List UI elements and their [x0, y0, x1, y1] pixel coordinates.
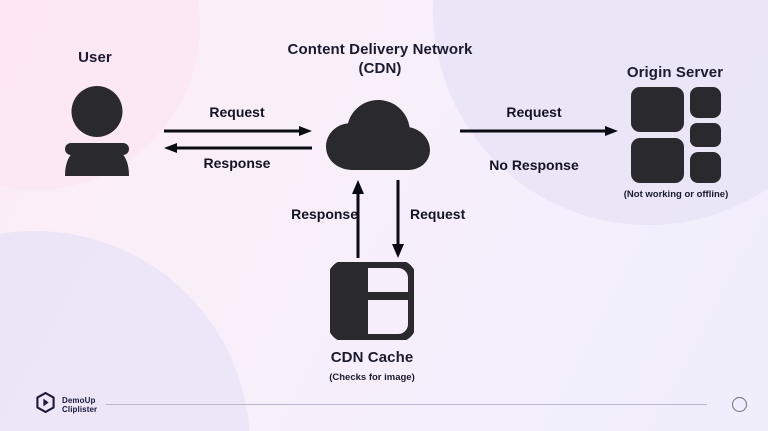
server-grid-icon	[631, 87, 721, 183]
slide-progress-dot[interactable]	[732, 397, 747, 412]
cdn-cache-node-subtitle: (Checks for image)	[329, 372, 415, 383]
origin-server-node-title: Origin Server	[626, 64, 724, 81]
user-avatar-icon	[60, 86, 134, 180]
arrow-cache-to-cdn-response	[352, 180, 364, 258]
cloud-icon	[326, 100, 430, 172]
arrow-cdn-to-origin-request	[460, 126, 618, 136]
edge-label-origin-no-response: No Response	[489, 157, 579, 173]
brand-logo: DemoUp Cliplister	[36, 391, 97, 418]
user-node-title: User	[78, 49, 112, 66]
edge-label-cache-to-cdn-response: Response	[291, 206, 358, 222]
cdn-node-title: Content Delivery Network (CDN)	[287, 41, 473, 77]
slide-progress-track	[106, 404, 707, 405]
edge-label-user-to-cdn-request: Request	[209, 104, 265, 120]
cdn-cache-node-title: CDN Cache	[330, 349, 414, 366]
cache-panel-icon	[330, 262, 414, 340]
arrow-cdn-to-cache-request	[392, 180, 404, 258]
edge-label-cdn-to-cache-request: Request	[410, 206, 466, 222]
brand-name-line2: Cliplister	[62, 405, 98, 414]
demoup-shield-icon	[36, 391, 55, 418]
arrow-cdn-to-user-response	[164, 143, 312, 153]
edge-label-cdn-to-user-response: Response	[203, 155, 271, 171]
arrow-user-to-cdn-request	[164, 126, 312, 136]
origin-server-node-subtitle: (Not working or offline)	[623, 189, 729, 200]
brand-wordmark: DemoUp Cliplister	[62, 396, 97, 415]
edge-label-cdn-to-origin-request: Request	[506, 104, 562, 120]
brand-name-line1: DemoUp	[62, 395, 96, 405]
